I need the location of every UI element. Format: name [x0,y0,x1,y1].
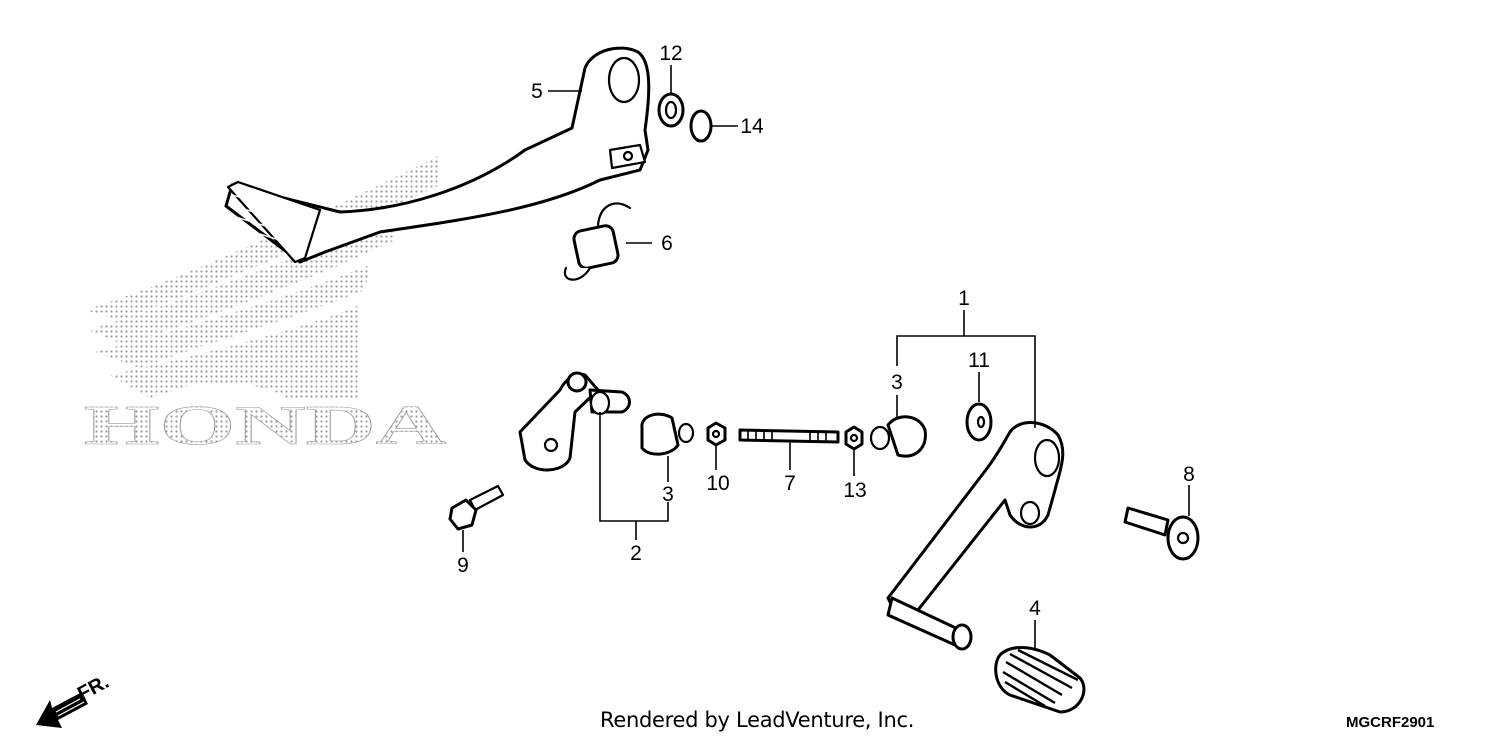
callout-7[interactable]: 7 [784,472,796,495]
callout-1[interactable]: 1 [958,287,970,310]
callout-4[interactable]: 4 [1029,597,1041,620]
callout-10[interactable]: 10 [706,472,729,495]
callout-2[interactable]: 2 [630,542,642,565]
pivot-bolt-part-8[interactable] [1123,506,1200,561]
front-direction-marker: FR. [36,671,113,728]
rubber-grip-part-4[interactable] [994,646,1086,714]
return-spring-part-6[interactable] [563,202,632,281]
callout-12[interactable]: 12 [659,42,682,65]
callout-5[interactable]: 5 [531,80,543,103]
callout-8[interactable]: 8 [1183,463,1195,486]
callout-11[interactable]: 11 [968,349,990,372]
washer-part-12[interactable] [657,92,685,128]
diagram-code: MGCRF2901 [1346,714,1435,731]
clip-part-14[interactable] [689,109,713,143]
callout-labels: 1 2 3 3 4 5 6 7 8 9 10 11 12 13 14 [457,42,1195,620]
callout-6[interactable]: 6 [661,232,673,255]
honda-watermark-text: HONDA [84,395,447,457]
ball-joint-part-3-right[interactable] [869,415,927,458]
tie-rod-arm-part-2[interactable] [518,371,631,472]
leader-lines [462,65,1190,650]
nut-part-13[interactable] [844,425,864,451]
ball-joint-part-3-left[interactable] [640,412,695,456]
front-arrow-icon [36,692,88,728]
shift-pedal-part-1[interactable] [886,421,1065,651]
threaded-rod-part-7[interactable] [738,428,840,444]
callout-9[interactable]: 9 [457,554,469,577]
washer-part-11[interactable] [965,402,993,442]
render-credit: Rendered by LeadVenture, Inc. [600,708,915,732]
callout-14[interactable]: 14 [740,115,764,138]
callout-3-left[interactable]: 3 [662,483,674,506]
callout-13[interactable]: 13 [843,479,866,502]
pedal-arm-part-5[interactable] [224,46,651,264]
flange-bolt-part-9[interactable] [448,484,505,531]
nut-part-10[interactable] [706,421,727,447]
callout-3-right[interactable]: 3 [891,371,903,394]
